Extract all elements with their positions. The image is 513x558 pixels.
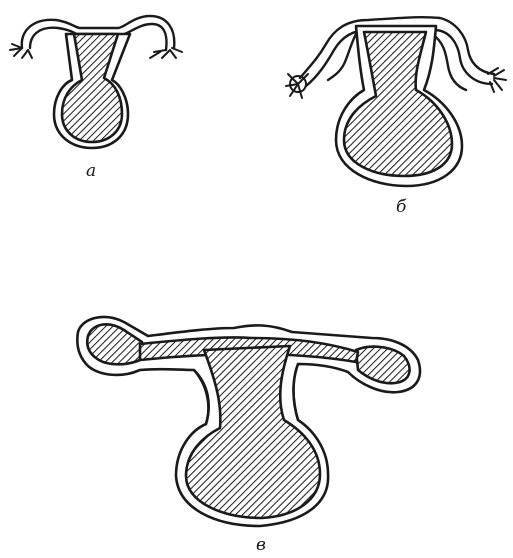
figure-b-caption: б <box>396 197 407 217</box>
figure-a-right-fimbria-icon <box>150 48 182 58</box>
figure-b-right-fimbria-icon <box>488 68 506 92</box>
figure-a: а <box>10 16 182 181</box>
figure-b: б <box>286 17 506 217</box>
figure-c-caption: в <box>256 535 266 555</box>
figure-b-left-fimbria-icon <box>286 74 308 98</box>
figure-a-caption: а <box>86 161 96 181</box>
figure-c: в <box>77 317 420 555</box>
